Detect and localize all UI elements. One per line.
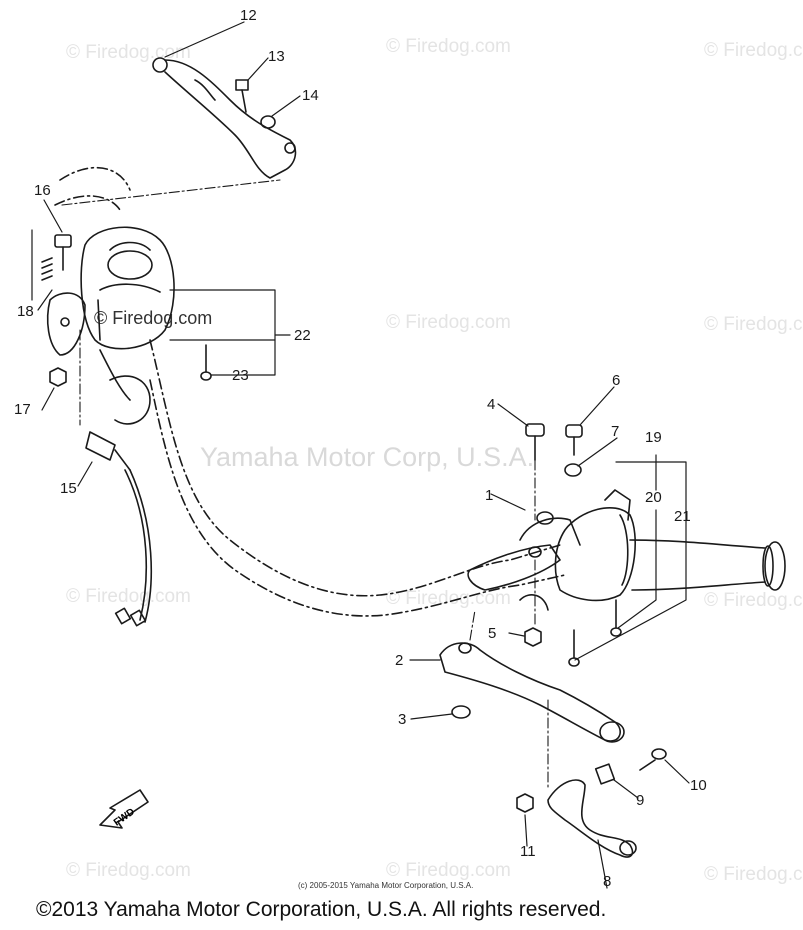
callout-1: 1: [485, 487, 494, 504]
watermark: © Firedog.com: [704, 314, 803, 335]
bolt-13: [235, 79, 249, 113]
callout-14: 14: [302, 87, 319, 104]
callout-20: 20: [645, 489, 662, 506]
callout-17: 17: [14, 401, 31, 418]
right-grip: [629, 539, 786, 591]
callout-7: 7: [611, 423, 620, 440]
nut-14: [260, 115, 276, 129]
right-lever-holder: [467, 511, 581, 611]
watermark: © Firedog.com: [66, 586, 191, 607]
washer-3: [451, 705, 471, 719]
collar-9: [594, 763, 616, 785]
screw-21: [568, 629, 580, 667]
callout-22: 22: [294, 327, 311, 344]
watermark: © Firedog.com: [66, 860, 191, 881]
screw-6: [565, 424, 583, 456]
screw-23: [200, 344, 212, 381]
watermark: © Firedog.com: [704, 864, 803, 885]
callout-8: 8: [603, 873, 612, 890]
screw-20: [610, 599, 622, 637]
spring-18: [41, 257, 53, 281]
callout-4: 4: [487, 396, 496, 413]
callout-13: 13: [268, 48, 285, 65]
washer-7: [564, 463, 582, 477]
watermark: © Firedog.com: [386, 36, 511, 57]
callout-6: 6: [612, 372, 621, 389]
callout-21: 21: [674, 508, 691, 525]
switch-15: [85, 431, 153, 627]
bolt-16: [54, 234, 72, 271]
watermark: © Firedog.com: [704, 40, 803, 61]
screw-4: [525, 423, 545, 461]
callout-18: 18: [17, 303, 34, 320]
lever-8: [547, 779, 637, 858]
callout-19: 19: [645, 429, 662, 446]
callout-16: 16: [34, 182, 51, 199]
brake-lever: [439, 642, 625, 743]
nut-17: [49, 367, 67, 387]
watermark: © Firedog.com: [386, 312, 511, 333]
copyright-footer: ©2013 Yamaha Motor Corporation, U.S.A. A…: [36, 898, 607, 921]
nut-5: [524, 627, 542, 647]
callout-12: 12: [240, 7, 257, 24]
callout-2: 2: [395, 652, 404, 669]
callout-11: 11: [520, 843, 536, 860]
callout-9: 9: [636, 792, 645, 809]
watermark-center: Yamaha Motor Corp, U.S.A.: [200, 442, 535, 472]
callout-15: 15: [60, 480, 77, 497]
callout-3: 3: [398, 711, 407, 728]
fwd-arrow-icon: [99, 789, 149, 829]
lever-holder: [46, 292, 86, 356]
bolt-10: [639, 748, 667, 771]
callout-10: 10: [690, 777, 707, 794]
nut-11: [516, 793, 534, 813]
watermark-dark: © Firedog.com: [94, 308, 213, 328]
leader-lines: [31, 21, 690, 889]
callout-5: 5: [488, 625, 497, 642]
clutch-lever: [152, 57, 297, 179]
alignment-lines: [61, 179, 549, 791]
watermark: © Firedog.com: [704, 590, 803, 611]
callout-23: 23: [232, 367, 249, 384]
handlebar-tube: [54, 166, 566, 617]
watermark: © Firedog.com: [386, 860, 511, 881]
left-switch-assembly: [80, 226, 175, 425]
right-switch-assembly: [554, 489, 636, 602]
small-copyright: (c) 2005-2015 Yamaha Motor Corporation, …: [298, 881, 474, 890]
